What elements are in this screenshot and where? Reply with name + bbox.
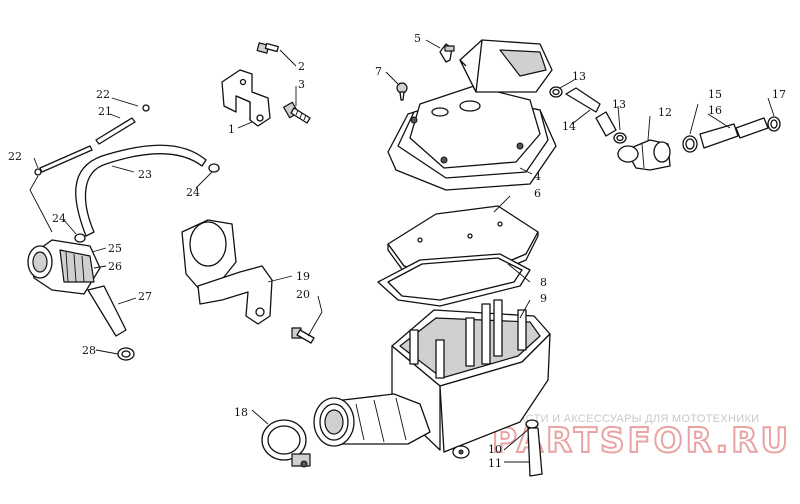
callout-6: 6 (534, 187, 541, 200)
part-7-screw (396, 82, 408, 101)
part-28-clamp (117, 347, 135, 361)
part-12-elbow (617, 139, 671, 171)
part-15-clamp (682, 135, 698, 153)
part-5-nipple (439, 43, 455, 63)
callout-17: 17 (772, 88, 786, 101)
part-16-tube (699, 117, 769, 149)
part-9-airbox-base (391, 299, 551, 459)
part-21-tube (95, 117, 136, 145)
part-10-clamp (525, 419, 539, 429)
part-13b-clamp (613, 132, 627, 144)
part-27-hose (87, 285, 127, 337)
part-14-hose (565, 87, 617, 137)
part-19-strap (181, 219, 273, 325)
callout-14: 14 (562, 120, 576, 133)
intake-boot (313, 393, 431, 447)
callout-24a: 24 (52, 212, 66, 225)
part-11-drain (527, 427, 543, 477)
callout-13b: 13 (612, 98, 626, 111)
part-24-clamp-a (208, 163, 220, 173)
part-20-bolt (291, 327, 315, 344)
callout-13a: 13 (572, 70, 586, 83)
callout-22b: 22 (96, 88, 110, 101)
part-18-clamp (261, 419, 311, 468)
callout-12: 12 (658, 106, 672, 119)
callout-10: 10 (488, 443, 502, 456)
watermark-tagline: ЗАПЧАСТИ И АКСЕССУАРЫ ДЛЯ МОТОТЕХНИКИ (488, 413, 759, 425)
part-1-bracket (221, 69, 271, 127)
callout-2: 2 (298, 60, 305, 73)
leader-lines (29, 39, 775, 463)
callout-18: 18 (234, 406, 248, 419)
callout-7: 7 (375, 65, 382, 78)
part-22-clamp-a (142, 104, 150, 112)
callout-24b: 24 (186, 186, 200, 199)
callout-16: 16 (708, 104, 722, 117)
callout-22a: 22 (8, 150, 22, 163)
part-17-clamp (767, 116, 781, 132)
callout-numbers: 1 2 3 4 5 6 7 8 9 10 11 12 13 13 14 15 1… (8, 32, 786, 470)
part-22-clamp-b (34, 145, 93, 176)
callout-3: 3 (298, 78, 305, 91)
callout-21: 21 (98, 105, 112, 118)
callout-9: 9 (540, 292, 547, 305)
callout-11: 11 (488, 457, 502, 470)
callout-25: 25 (108, 242, 122, 255)
callout-27: 27 (138, 290, 152, 303)
callout-26: 26 (108, 260, 122, 273)
part-2-bolt (256, 42, 279, 54)
callout-15: 15 (708, 88, 722, 101)
part-24-clamp-b (74, 233, 86, 243)
callout-1: 1 (228, 123, 235, 136)
part-13a-clamp (549, 86, 563, 98)
callout-5: 5 (414, 32, 421, 45)
callout-20: 20 (296, 288, 310, 301)
callout-4: 4 (534, 170, 541, 183)
part-4-airbox-lid (387, 39, 557, 191)
part-23-hose (75, 144, 207, 237)
callout-23: 23 (138, 168, 152, 181)
part-3-bolt (283, 101, 311, 124)
callout-28: 28 (82, 344, 96, 357)
part-25-26-filter-housing (27, 239, 101, 295)
callout-19: 19 (296, 270, 310, 283)
callout-8: 8 (540, 276, 547, 289)
